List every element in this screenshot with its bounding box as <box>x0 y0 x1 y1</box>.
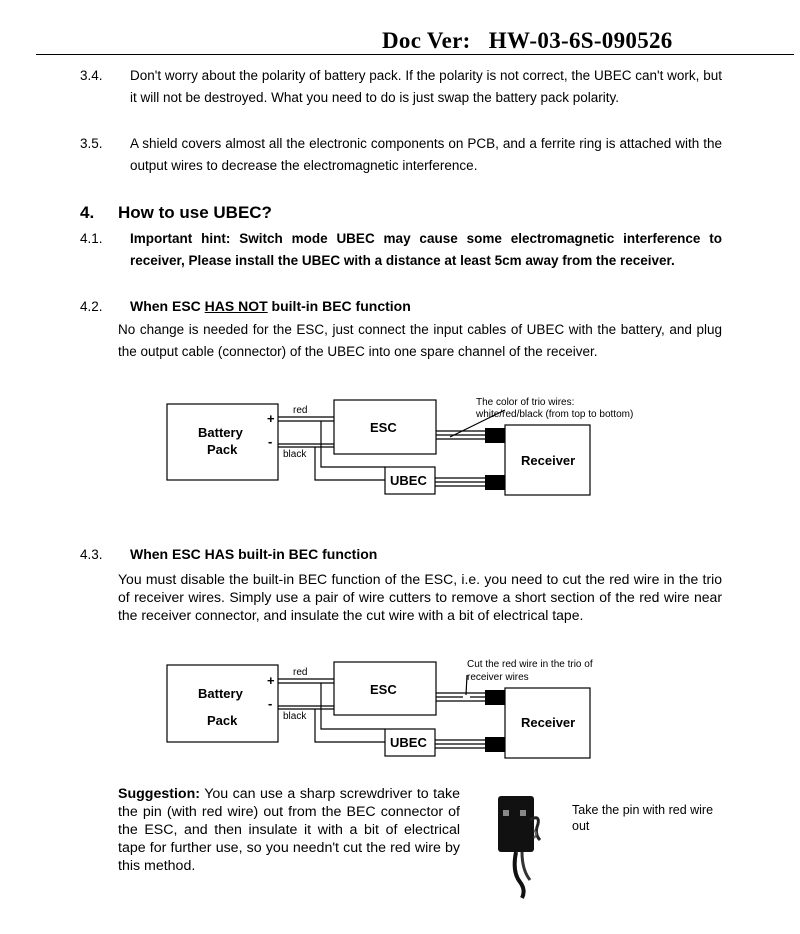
minus-sign: - <box>268 434 272 449</box>
section-4-3-title: When ESC HAS built-in BEC function <box>130 546 378 562</box>
receiver-box <box>504 424 591 496</box>
section-4-1-text: Important hint: Switch mode UBEC may cau… <box>130 231 722 268</box>
cut-note-line1: Cut the red wire in the trio of <box>467 659 593 670</box>
section-number-4-1: 4.1. <box>80 231 103 246</box>
section-4-2-title-pre: When ESC <box>130 298 205 314</box>
esc-box-2 <box>333 661 437 716</box>
esc-connector-2 <box>485 690 505 705</box>
section-4-title: How to use UBEC? <box>118 203 272 222</box>
section-4-2-title-post: built-in BEC function <box>267 298 411 314</box>
minus-sign-2: - <box>268 696 272 711</box>
doc-version-value: HW-03-6S-090526 <box>488 28 673 53</box>
battery-pack-box <box>166 403 279 481</box>
esc-label-2: ESC <box>370 682 397 697</box>
header-rule <box>36 54 794 55</box>
trio-note-line2: white/red/black (from top to bottom) <box>475 409 633 420</box>
plus-sign-2: + <box>267 673 275 688</box>
doc-version-label: Doc Ver: <box>382 28 471 53</box>
receiver-label: Receiver <box>521 453 575 468</box>
red-wire-label-2: red <box>293 667 307 678</box>
esc-label: ESC <box>370 420 397 435</box>
section-4-2-title: When ESC HAS NOT built-in BEC function <box>130 298 411 314</box>
battery-pack-box-2 <box>166 664 279 743</box>
red-wire-label: red <box>293 405 307 416</box>
plus-sign: + <box>267 411 275 426</box>
esc-box <box>333 399 437 455</box>
section-number-3-5: 3.5. <box>80 136 103 151</box>
ubec-connector <box>485 475 505 490</box>
section-number-3-4: 3.4. <box>80 68 103 83</box>
suggestion-text: You can use a sharp screwdriver to take … <box>118 786 460 874</box>
pin-caption: Take the pin with red wire out <box>572 803 714 833</box>
section-3-5-text: A shield covers almost all the electroni… <box>130 136 722 173</box>
receiver-box-2 <box>504 687 591 759</box>
black-wire-label-2: black <box>283 711 307 722</box>
section-3-4-text: Don't worry about the polarity of batter… <box>130 68 722 105</box>
ubec-label-2: UBEC <box>390 735 427 750</box>
bec-connector-photo <box>498 796 542 899</box>
esc-connector <box>485 428 505 443</box>
section-number-4-3: 4.3. <box>80 547 103 562</box>
black-wire-label: black <box>283 449 307 460</box>
section-4-2-text: No change is needed for the ESC, just co… <box>118 322 722 359</box>
cut-note-line2: receiver wires <box>467 672 529 683</box>
battery-label-1-b: Battery <box>198 686 244 701</box>
doc-version: Doc Ver: HW-03-6S-090526 <box>382 28 673 54</box>
suggestion-paragraph: Suggestion: You can use a sharp screwdri… <box>118 785 460 875</box>
suggestion-label: Suggestion: <box>118 786 200 802</box>
receiver-label-2: Receiver <box>521 715 575 730</box>
battery-label-1: Battery <box>198 425 244 440</box>
section-number-4-2: 4.2. <box>80 299 103 314</box>
section-number-4: 4. <box>80 203 95 222</box>
ubec-label: UBEC <box>390 473 427 488</box>
section-4-2-title-underlined: HAS NOT <box>204 298 268 314</box>
section-4-3-text: You must disable the built-in BEC functi… <box>118 571 722 623</box>
ubec-connector-2 <box>485 737 505 752</box>
battery-label-2-b: Pack <box>207 713 238 728</box>
trio-note-line1: The color of trio wires: <box>476 397 574 408</box>
battery-label-2: Pack <box>207 442 238 457</box>
